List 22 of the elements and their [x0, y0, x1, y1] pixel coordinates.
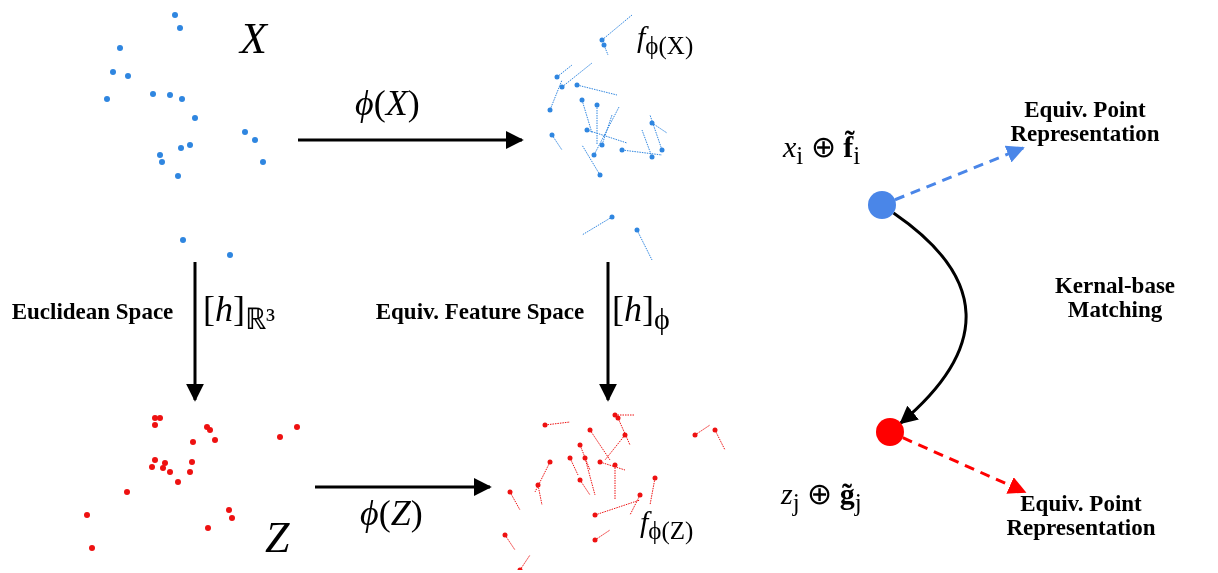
arrow — [892, 211, 968, 425]
text-label: Euclidean Space — [10, 300, 175, 324]
math-label: f$_{ϕ(Z)}$ — [640, 505, 694, 545]
text-label: Equiv. Point Representation — [1009, 98, 1161, 146]
edge-label: [h]$_{ℝ³}$ — [203, 288, 276, 338]
text-label: Equiv. Point Representation — [1005, 492, 1157, 540]
math-label: x$_{i}$ ⊕ f̃$_{i}$ — [783, 129, 861, 170]
text-label: Equiv. Feature Space — [374, 300, 586, 324]
arrow — [902, 436, 1027, 494]
math-label: X — [240, 13, 267, 64]
edge-label: Kernal-base Matching — [1053, 274, 1177, 322]
edge-label: ϕ(X) — [355, 82, 421, 124]
arrow — [599, 262, 617, 402]
math-label: f$_{ϕ(X)}$ — [637, 20, 694, 60]
arrow — [186, 262, 204, 402]
edge-label: [h]$_{ϕ}$ — [612, 288, 671, 337]
math-label: Z — [265, 512, 290, 563]
arrow — [298, 131, 524, 149]
arrow — [894, 145, 1025, 202]
arrow — [315, 478, 492, 496]
edge-label: ϕ(Z) — [360, 492, 424, 534]
math-label: z$_{j}$ ⊕ g̃$_{j}$ — [781, 476, 862, 517]
